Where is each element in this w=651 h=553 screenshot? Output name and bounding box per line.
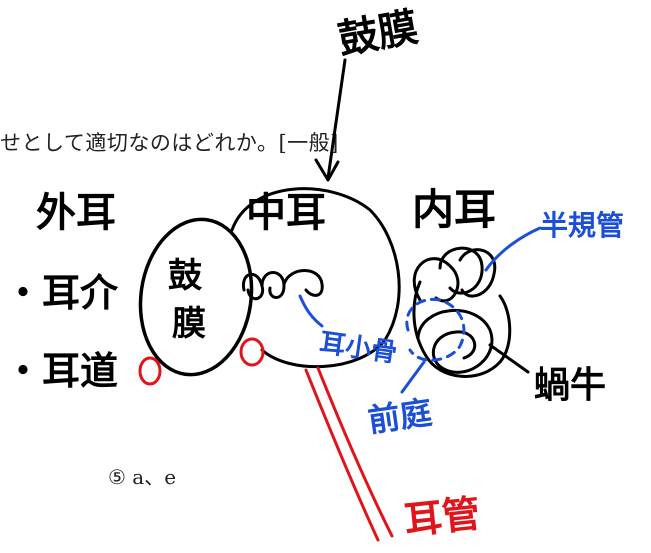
- question-text: せとして適切なのはどれか。[一般]: [0, 131, 339, 155]
- label-auricle: ・耳介: [4, 271, 119, 315]
- semicircular-loops: [412, 246, 497, 303]
- ossicles-loops: [241, 269, 324, 301]
- inner-ear-outline: [412, 280, 512, 378]
- label-eustachian-tube: 耳管: [402, 491, 483, 543]
- red-circle-left: [138, 356, 162, 386]
- cochlea-spiral: [416, 309, 494, 374]
- label-ear-canal: ・耳道: [4, 349, 119, 393]
- label-inner-ear: 内耳: [412, 185, 497, 234]
- ossicles-leader: [298, 294, 324, 328]
- label-cochlea: 蝸牛: [534, 365, 607, 406]
- label-outer-ear: 外耳: [36, 190, 116, 236]
- label-vestibule: 前庭: [365, 393, 435, 440]
- label-eardrum-char-2: 膜: [172, 304, 206, 344]
- label-eardrum-char-1: 鼓: [168, 256, 202, 296]
- answer-option-5: ⑤ a、e: [108, 465, 177, 489]
- label-ossicles: 耳小骨: [317, 328, 399, 369]
- top-label-eardrum: 鼓膜: [334, 4, 422, 64]
- cochlea-leader: [488, 343, 530, 374]
- label-middle-ear: 中耳: [246, 190, 326, 236]
- arrow-to-eardrum: [326, 58, 347, 180]
- red-circle-right: [239, 337, 265, 367]
- label-semicircular-canals: 半規管: [540, 209, 625, 242]
- vestibule-dashed: [405, 297, 466, 362]
- arrowhead: [314, 158, 340, 182]
